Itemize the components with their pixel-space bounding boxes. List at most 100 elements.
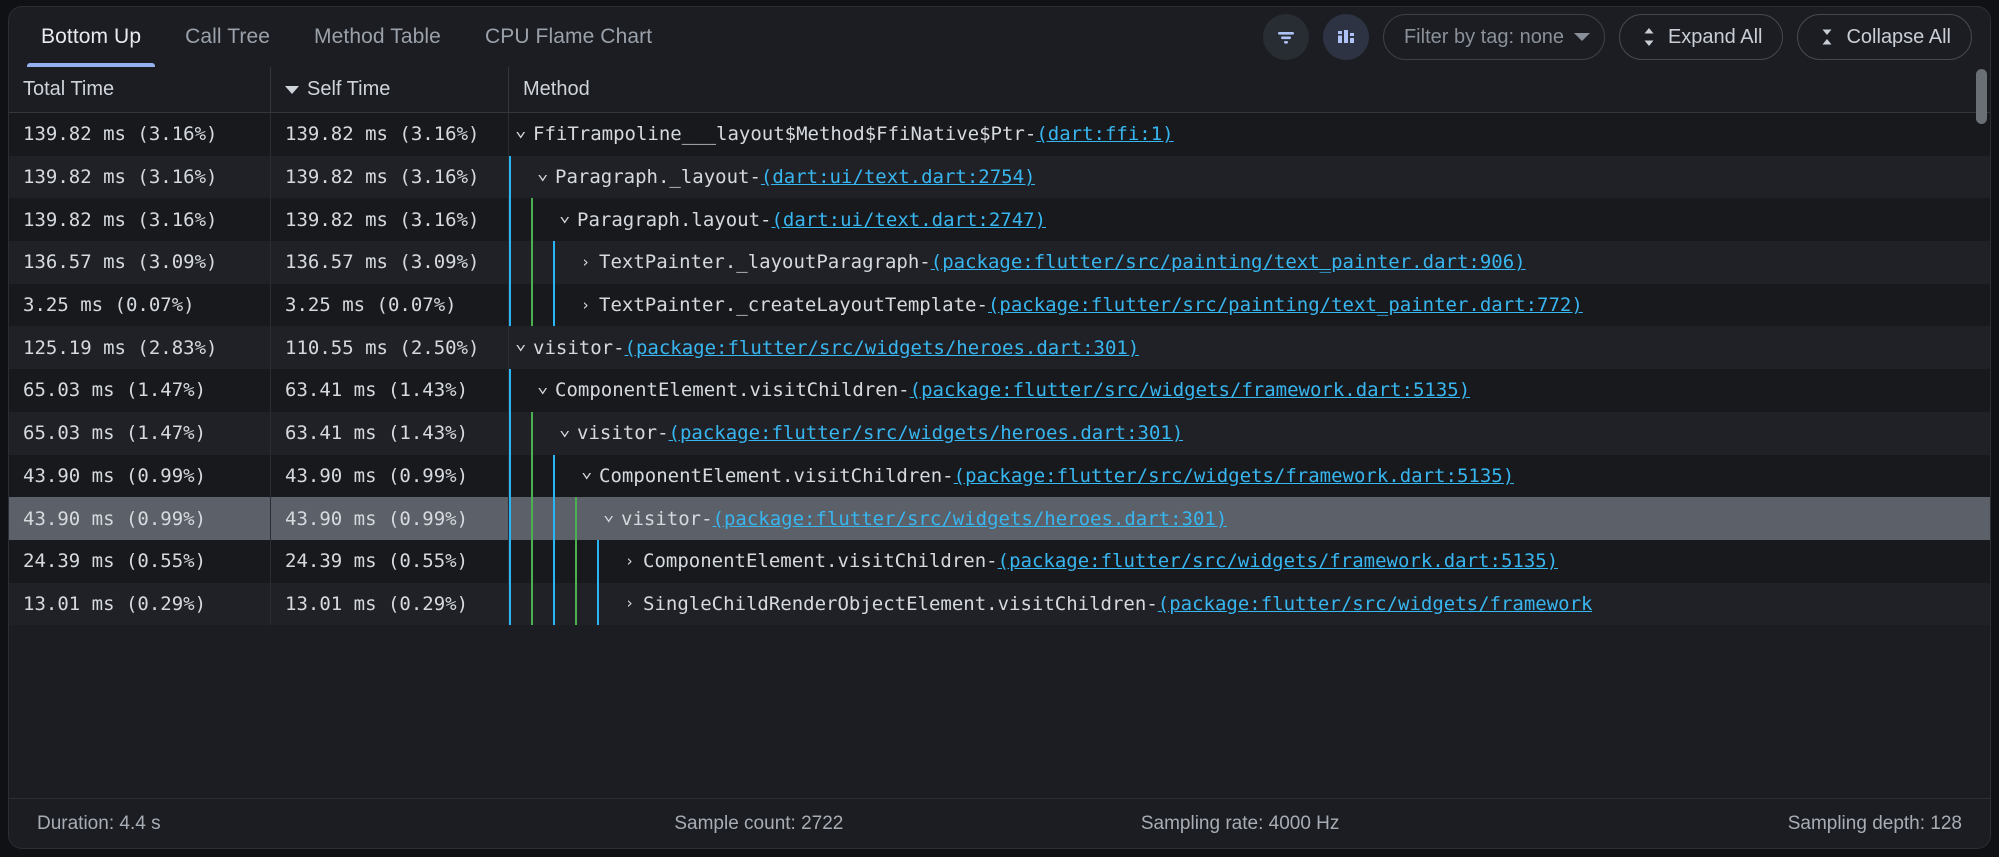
column-header-self-time[interactable]: Self Time bbox=[271, 67, 509, 112]
method-separator: - bbox=[749, 166, 761, 189]
chevron-down-icon[interactable]: ⌄ bbox=[537, 166, 549, 184]
method-text: ⌄visitor - (package:flutter/src/widgets/… bbox=[597, 508, 1227, 530]
method-name: Paragraph.layout bbox=[577, 208, 761, 231]
status-sample-count: Sample count: 2722 bbox=[674, 812, 844, 834]
filter-by-tag-dropdown[interactable]: Filter by tag: none bbox=[1382, 14, 1605, 60]
table-row[interactable]: 43.90 ms (0.99%)43.90 ms (0.99%)⌄Compone… bbox=[9, 454, 1990, 498]
method-text: ⌄ComponentElement.visitChildren - (packa… bbox=[531, 379, 1470, 401]
method-text: › ComponentElement.visitChildren - (packa… bbox=[619, 550, 1558, 572]
table-row[interactable]: 3.25 ms (0.07%)3.25 ms (0.07%)›TextPaint… bbox=[9, 283, 1990, 327]
cell-self-time: 43.90 ms (0.99%) bbox=[271, 497, 509, 540]
toolbar: Filter by tag: none Expand All Collapse … bbox=[1262, 14, 1972, 60]
indent-guide-line bbox=[531, 582, 553, 626]
method-source-link[interactable]: (package:flutter/src/painting/text_paint… bbox=[987, 294, 1583, 317]
method-name: TextPainter._layoutParagraph bbox=[599, 251, 920, 274]
tab-label: Bottom Up bbox=[41, 25, 142, 48]
method-source-link[interactable]: (package:flutter/src/widgets/framework.d… bbox=[953, 464, 1515, 487]
indent-guide-line bbox=[531, 497, 553, 540]
indent-guide-line bbox=[531, 411, 553, 455]
method-text: ⌄ComponentElement.visitChildren - (packa… bbox=[575, 465, 1514, 487]
table-row[interactable]: 13.01 ms (0.29%)13.01 ms (0.29%)›SingleC… bbox=[9, 582, 1990, 626]
method-text: ⌄ Paragraph._layout - (dart:ui/text.dart:… bbox=[531, 166, 1035, 188]
chevron-right-icon[interactable]: › bbox=[581, 252, 591, 271]
method-separator: - bbox=[942, 464, 954, 487]
indent-guide-line bbox=[509, 454, 531, 498]
table-row[interactable]: 24.39 ms (0.55%)24.39 ms (0.55%)›Compone… bbox=[9, 539, 1990, 583]
chevron-down-icon[interactable]: ⌄ bbox=[537, 379, 549, 397]
cell-method: ⌄visitor - (package:flutter/src/widgets/… bbox=[509, 326, 1990, 369]
indent-guide-line bbox=[509, 283, 531, 327]
indent-guides bbox=[509, 155, 531, 199]
tab-method-table[interactable]: Method Table bbox=[292, 7, 463, 67]
table-row[interactable]: 139.82 ms (3.16%)139.82 ms (3.16%)⌄Parag… bbox=[9, 198, 1990, 242]
chevron-right-icon[interactable]: › bbox=[625, 551, 635, 570]
method-source-link[interactable]: (package:flutter/src/widgets/heroes.dart… bbox=[712, 507, 1228, 530]
chevron-down-icon[interactable]: ⌄ bbox=[515, 123, 527, 141]
filter-by-tag-label: Filter by tag: none bbox=[1403, 25, 1565, 48]
chevron-down-icon[interactable]: ⌄ bbox=[515, 336, 527, 355]
table-row[interactable]: 43.90 ms (0.99%)43.90 ms (0.99%)⌄visitor… bbox=[9, 497, 1990, 540]
method-source-link[interactable]: (package:flutter/src/painting/text_paint… bbox=[930, 251, 1526, 274]
cell-self-time: 136.57 ms (3.09%) bbox=[271, 241, 509, 284]
method-source-link[interactable]: (package:flutter/src/widgets/framework.d… bbox=[997, 550, 1559, 573]
bar-chart-icon bbox=[1337, 30, 1354, 43]
indent-guide-line bbox=[553, 283, 575, 327]
indent-guide-line bbox=[553, 582, 575, 626]
table-row[interactable]: 65.03 ms (1.47%)63.41 ms (1.43%)⌄Compone… bbox=[9, 369, 1990, 412]
method-separator: - bbox=[898, 379, 910, 402]
chevron-right-icon[interactable]: › bbox=[625, 594, 635, 613]
table-row[interactable]: 136.57 ms (3.09%)136.57 ms (3.09%)›TextP… bbox=[9, 241, 1990, 284]
vertical-scrollbar-thumb[interactable] bbox=[1976, 69, 1987, 124]
table-body: 139.82 ms (3.16%)139.82 ms (3.16%)⌄FfiTr… bbox=[9, 113, 1990, 798]
method-name: ComponentElement.visitChildren bbox=[643, 550, 987, 573]
column-header-method[interactable]: Method bbox=[509, 67, 1990, 112]
method-text: ›TextPainter._layoutParagraph - (package… bbox=[575, 251, 1526, 273]
method-source-link[interactable]: (package:flutter/src/widgets/heroes.dart… bbox=[624, 336, 1140, 359]
chevron-right-icon[interactable]: › bbox=[581, 295, 591, 314]
chevron-down-icon[interactable]: ⌄ bbox=[559, 422, 571, 440]
tab-cpu-flame-chart[interactable]: CPU Flame Chart bbox=[463, 7, 674, 67]
table-row[interactable]: 65.03 ms (1.47%)63.41 ms (1.43%)⌄visitor… bbox=[9, 411, 1990, 455]
method-source-link[interactable]: (dart:ffi:1) bbox=[1036, 123, 1174, 146]
chevron-down-icon bbox=[1574, 33, 1591, 41]
collapse-all-button[interactable]: Collapse All bbox=[1797, 14, 1972, 60]
table-row[interactable]: 139.82 ms (3.16%)139.82 ms (3.16%)⌄Parag… bbox=[9, 155, 1990, 199]
method-source-link[interactable]: (dart:ui/text.dart:2754) bbox=[760, 166, 1036, 189]
method-name: visitor bbox=[533, 336, 614, 359]
indent-guide-line bbox=[509, 155, 531, 199]
chevron-down-icon[interactable]: ⌄ bbox=[581, 464, 593, 483]
cell-total-time: 43.90 ms (0.99%) bbox=[9, 454, 271, 498]
indent-guide-line bbox=[531, 283, 553, 327]
cell-total-time: 13.01 ms (0.29%) bbox=[9, 582, 271, 626]
chevron-down-icon[interactable]: ⌄ bbox=[559, 208, 571, 227]
method-source-link[interactable]: (dart:ui/text.dart:2747) bbox=[771, 208, 1047, 231]
tab-call-tree[interactable]: Call Tree bbox=[163, 7, 292, 67]
table-row[interactable]: 125.19 ms (2.83%)110.55 ms (2.50%)⌄visit… bbox=[9, 326, 1990, 370]
method-text: ⌄ Paragraph.layout - (dart:ui/text.dart:2… bbox=[553, 209, 1046, 231]
bar-chart-icon-button[interactable] bbox=[1322, 14, 1369, 60]
tab-label: CPU Flame Chart bbox=[484, 25, 653, 48]
indent-guides bbox=[509, 539, 619, 583]
indent-guide-line bbox=[575, 539, 597, 583]
method-source-link[interactable]: (package:flutter/src/widgets/heroes.dart… bbox=[668, 422, 1184, 445]
cell-self-time: 63.41 ms (1.43%) bbox=[271, 411, 509, 455]
cell-method: ›TextPainter._layoutParagraph - (package… bbox=[509, 241, 1990, 284]
cell-total-time: 139.82 ms (3.16%) bbox=[9, 155, 271, 199]
table-row[interactable]: 139.82 ms (3.16%)139.82 ms (3.16%)⌄FfiTr… bbox=[9, 113, 1990, 156]
indent-guides bbox=[509, 283, 575, 327]
tab-bottom-up[interactable]: Bottom Up bbox=[19, 7, 163, 67]
chevron-down-icon[interactable]: ⌄ bbox=[603, 507, 615, 526]
method-name: Paragraph._layout bbox=[555, 166, 750, 189]
cell-total-time: 65.03 ms (1.47%) bbox=[9, 369, 271, 412]
expand-vertical-icon bbox=[1644, 28, 1654, 46]
filter-icon-button[interactable] bbox=[1262, 14, 1309, 60]
expand-all-button[interactable]: Expand All bbox=[1618, 14, 1784, 60]
method-separator: - bbox=[986, 550, 998, 573]
column-header-total-time[interactable]: Total Time bbox=[9, 67, 271, 112]
method-source-link[interactable]: (package:flutter/src/widgets/framework bbox=[1157, 592, 1593, 615]
method-name: SingleChildRenderObjectElement.visitChil… bbox=[643, 592, 1147, 615]
indent-guides bbox=[509, 411, 553, 455]
method-source-link[interactable]: (package:flutter/src/widgets/framework.d… bbox=[909, 379, 1471, 402]
method-separator: - bbox=[760, 208, 772, 231]
